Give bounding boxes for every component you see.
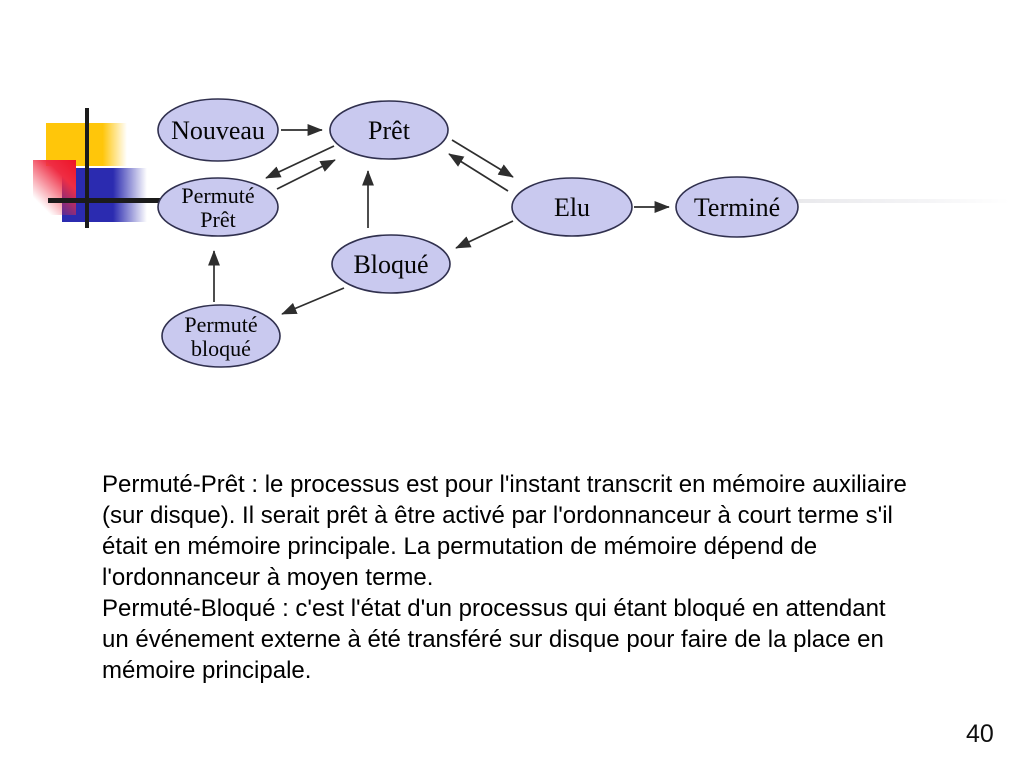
decoration-horizontal-line <box>48 198 160 203</box>
node-termine: Terminé <box>675 176 799 238</box>
body-line: mémoire principale. <box>102 657 312 684</box>
edge-pret-to-permute-pret <box>265 145 335 179</box>
decoration-blue-square <box>62 168 147 222</box>
edge-permute-pret-to-pret <box>276 159 336 190</box>
node-permute-pret-label-line2: Prêt <box>200 207 235 232</box>
node-bloque: Bloqué <box>331 234 451 294</box>
body-line: un événement externe à été transféré sur… <box>102 626 884 653</box>
edge-pret-to-elu <box>451 139 514 178</box>
node-termine-label: Terminé <box>694 193 780 222</box>
body-text: Permuté-Prêt : le processus est pour l'i… <box>102 469 992 686</box>
node-permute-bloque-label-line2: bloqué <box>191 336 251 361</box>
body-line: l'ordonnanceur à moyen terme. <box>102 564 434 591</box>
node-pret: Prêt <box>329 100 449 160</box>
page-number: 40 <box>966 720 994 748</box>
decoration-vertical-line <box>85 108 89 228</box>
edge-elu-to-pret <box>448 153 509 192</box>
node-bloque-label: Bloqué <box>353 250 428 279</box>
body-line: Permuté-Bloqué : c'est l'état d'un proce… <box>102 595 886 622</box>
diagram-edges <box>208 124 670 315</box>
node-permute-bloque: Permuté bloqué <box>161 304 281 368</box>
node-elu: Elu <box>511 177 633 237</box>
decoration-horizontal-line-faint <box>797 199 1010 203</box>
body-line: Permuté-Prêt : le processus est pour l'i… <box>102 471 907 498</box>
node-nouveau-label: Nouveau <box>171 116 265 145</box>
diagram-nodes: Nouveau Prêt Permuté Prêt Elu Terminé <box>157 98 799 368</box>
node-elu-label: Elu <box>554 193 590 222</box>
body-line: (sur disque). Il serait prêt à être acti… <box>102 502 893 529</box>
node-permute-pret: Permuté Prêt <box>157 177 279 237</box>
node-nouveau: Nouveau <box>157 98 279 162</box>
node-permute-bloque-label-line1: Permuté <box>184 312 257 337</box>
node-permute-pret-label-line1: Permuté <box>181 183 254 208</box>
node-pret-label: Prêt <box>368 116 411 145</box>
edge-bloque-to-permute-bloque <box>281 287 345 315</box>
body-line: était en mémoire principale. La permutat… <box>102 533 818 560</box>
decoration-red-square <box>33 160 76 215</box>
edge-elu-to-bloque <box>455 220 514 249</box>
